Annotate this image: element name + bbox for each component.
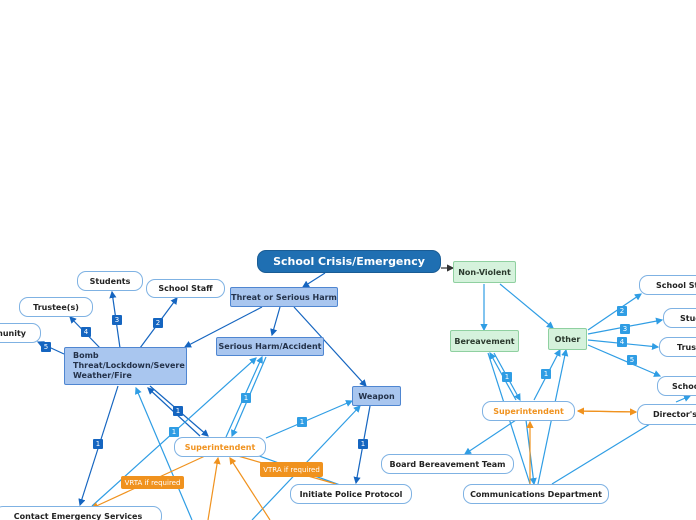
school-staff-right-node[interactable]: School Staff xyxy=(639,275,696,295)
communications-node[interactable]: Communications Department xyxy=(463,484,609,504)
non-violent-node[interactable]: Non-Violent xyxy=(453,261,516,283)
edge-orange-up2 xyxy=(229,456,271,520)
badge-right-trustees: 4 xyxy=(617,337,627,347)
vtra-right-label: VTRA if required xyxy=(260,462,323,477)
initiate-police-node[interactable]: Initiate Police Protocol xyxy=(290,484,412,504)
badge-weapon: 1 xyxy=(358,439,368,449)
contact-emergency-node[interactable]: Contact Emergency Services xyxy=(0,506,162,520)
edge-threat-bomb xyxy=(183,306,263,348)
threat-node[interactable]: Threat or Serious Harm xyxy=(230,287,338,307)
badge-right-school: 5 xyxy=(627,355,637,365)
badge-harm: 1 xyxy=(241,393,251,403)
students-node[interactable]: Students xyxy=(77,271,143,291)
edge-bottom-bomb xyxy=(135,386,193,520)
other-node[interactable]: Other xyxy=(548,328,587,350)
students-right-node[interactable]: Students xyxy=(663,308,696,328)
badge-staff: 2 xyxy=(153,318,163,328)
weapon-node[interactable]: Weapon xyxy=(352,386,401,406)
badge-weapon-supt: 1 xyxy=(297,417,307,427)
badge-harm-left: 1 xyxy=(169,427,179,437)
serious-harm-node[interactable]: Serious Harm/Accident xyxy=(216,337,324,356)
edge-root-threat xyxy=(301,272,326,288)
edge-threat-weapon xyxy=(293,306,367,387)
badge-students: 3 xyxy=(112,315,122,325)
badge-right-students: 3 xyxy=(620,324,630,334)
board-bereavement-node[interactable]: Board Bereavement Team xyxy=(381,454,514,474)
edge-supt-board xyxy=(464,419,517,455)
edge-supt-weapon xyxy=(265,400,354,439)
badge-right-other: 1 xyxy=(541,369,551,379)
edge-orange-up1 xyxy=(207,456,221,520)
edge-director-school xyxy=(675,395,692,403)
badge-trustees: 4 xyxy=(81,327,91,337)
school-right-node[interactable]: School xyxy=(657,376,696,396)
edge-other-staff xyxy=(587,293,642,331)
superintendent-right-node[interactable]: Superintendent xyxy=(482,401,575,421)
edge-threat-harm xyxy=(270,306,281,337)
bomb-node[interactable]: Bomb Threat/Lockdown/Severe Weather/Fire xyxy=(64,347,187,385)
school-staff-node[interactable]: School Staff xyxy=(146,279,225,298)
superintendent-left-node[interactable]: Superintendent xyxy=(174,437,266,457)
vtra-left-label: VRTA if required xyxy=(121,476,184,489)
badge-contact: 1 xyxy=(93,439,103,449)
badge-supt-bomb: 1 xyxy=(173,406,183,416)
badge-community: 5 xyxy=(41,342,51,352)
badge-right-bereav: 1 xyxy=(502,372,512,382)
directors-office-node[interactable]: Director's Office xyxy=(637,404,696,425)
edge-nonviolent-other xyxy=(499,283,554,329)
community-node[interactable]: Community xyxy=(0,323,41,343)
bereavement-node[interactable]: Bereavement xyxy=(450,330,519,352)
root-topic[interactable]: School Crisis/Emergency xyxy=(257,250,441,273)
edge-comm-director xyxy=(551,423,651,485)
trustees-node[interactable]: Trustee(s) xyxy=(19,297,93,317)
badge-right-staff: 2 xyxy=(617,306,627,316)
edge-supt-director xyxy=(577,408,638,416)
edge-other-school xyxy=(587,344,662,377)
trustees-right-node[interactable]: Trustees xyxy=(659,337,696,357)
